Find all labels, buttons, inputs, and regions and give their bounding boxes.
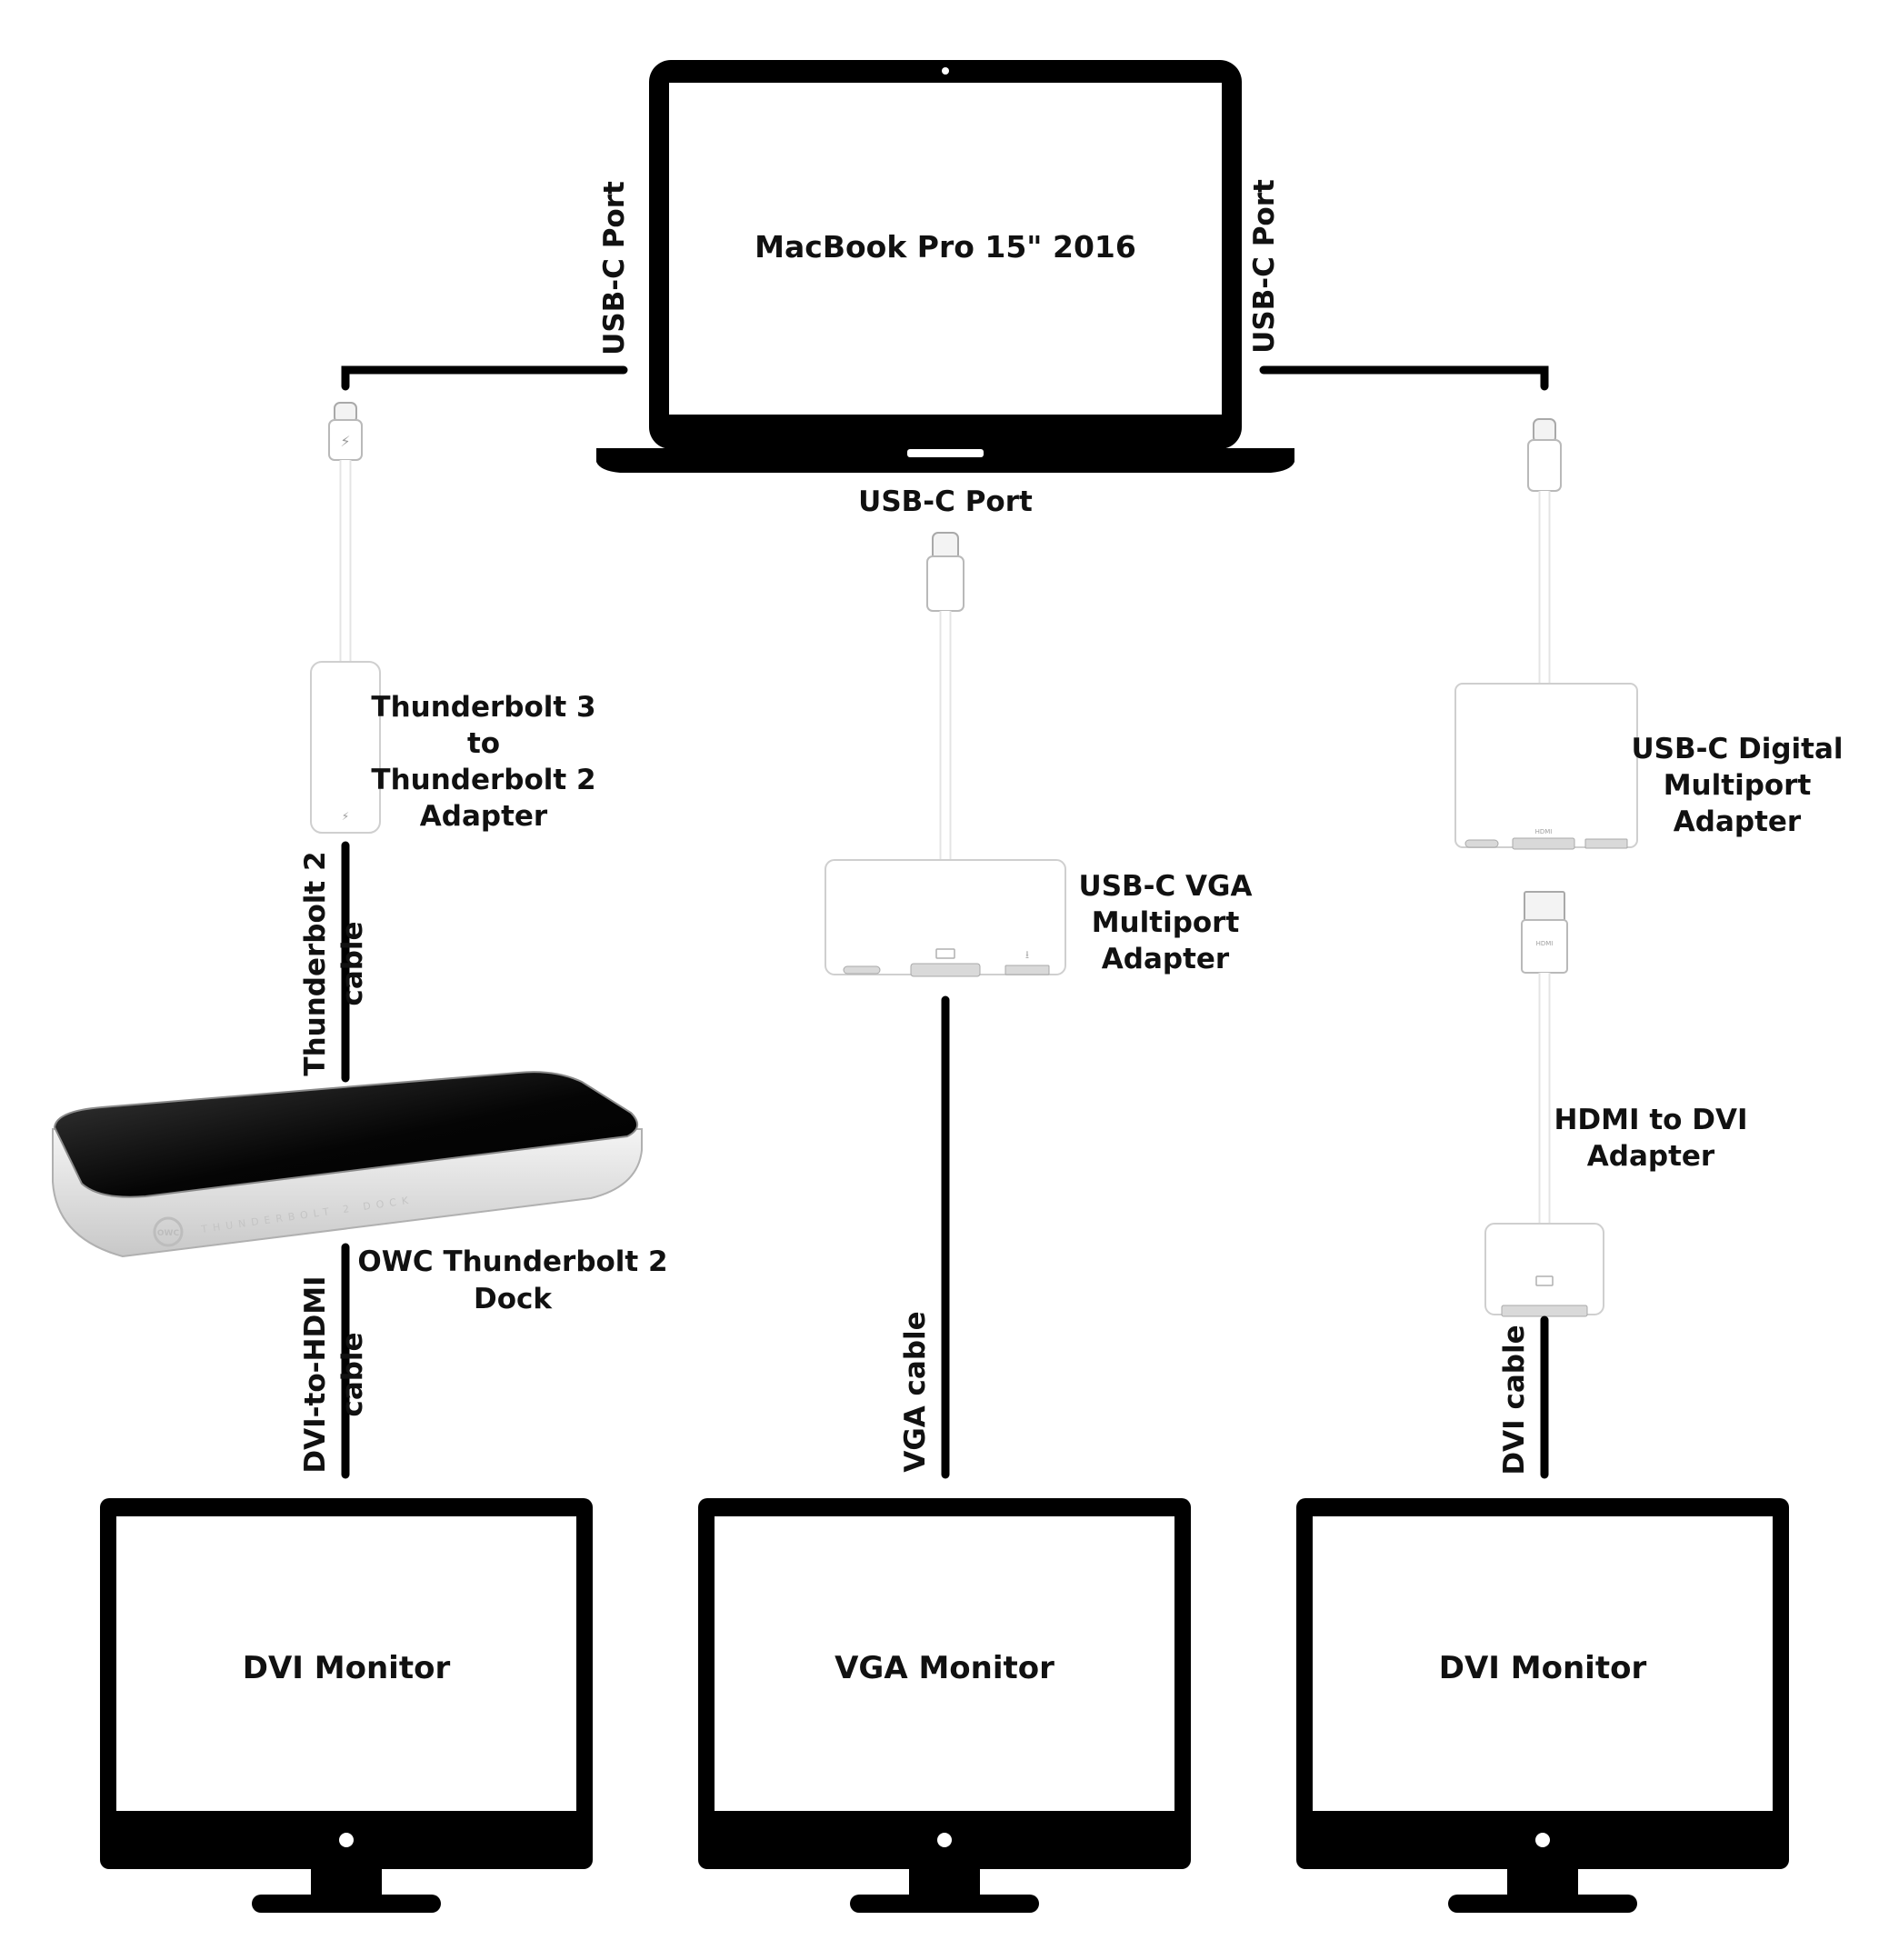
usb-c-port-slot [843,965,881,975]
monitor-screen [715,1516,1174,1811]
tb2-cable-label-2: cable [336,921,369,1005]
usb-c-vga-adapter: ⭳ [825,532,1066,977]
right-port-line [1259,365,1549,391]
monitor-label: DVI Monitor [1439,1650,1647,1686]
tb3-adapter-label-3: Thunderbolt 2 [371,764,595,796]
usb-icon: ⭳ [1025,948,1029,961]
macbook-pro: MacBook Pro 15" 2016 [596,60,1294,473]
hdmi-plug-mark: HDMI [1536,940,1554,947]
dock-label-1: OWC Thunderbolt 2 [357,1245,667,1278]
laptop-base [596,448,1294,473]
thunderbolt-icon: ⚡ [342,810,349,823]
hdmi-port-slot [1512,837,1575,850]
dvi-port-icon [1535,1275,1554,1286]
dvi-cable-label: DVI cable [1498,1325,1531,1475]
hdmi-plug-tip [1524,891,1565,924]
monitor-screen [1313,1516,1773,1811]
dock-top [53,1071,638,1198]
vga-port-icon [935,948,955,959]
hdmi-port-mark: HDMI [1535,828,1553,835]
tb3-tb2-adapter: ⚡ ⚡ [310,402,381,834]
monitor-power-dot [937,1833,952,1847]
tb3-adapter-label-2: to [467,727,500,760]
digital-plug [1527,439,1562,492]
dvi-adapter-body [1484,1223,1604,1315]
owc-thunderbolt-dock: OWC THUNDERBOLT 2 DOCK [52,1071,643,1258]
dvi-port-slot [1501,1305,1588,1317]
right-port-label: USB-C Port [1248,179,1281,354]
monitor-power-dot [1535,1833,1550,1847]
bottom-port-label: USB-C Port [858,485,1033,518]
hdmi-dvi-label-2: Adapter [1587,1140,1715,1173]
monitor-power-dot [339,1833,354,1847]
monitor-right: DVI Monitor [1296,1498,1789,1913]
thunderbolt-icon: ⚡ [340,433,350,450]
dvi-hdmi-cable-label-2: cable [336,1332,369,1416]
owc-logo [153,1216,184,1247]
laptop-label: MacBook Pro 15" 2016 [755,229,1136,265]
monitor-stand [1448,1895,1637,1913]
hdmi-dvi-label-1: HDMI to DVI [1554,1104,1747,1136]
tb3-adapter-label-4: Adapter [420,800,548,833]
vga-cable-label: VGA cable [899,1311,932,1472]
vga-port-slot [910,963,981,977]
vga-adapter-label-3: Adapter [1102,943,1230,975]
owc-logo-text: OWC [157,1229,180,1238]
laptop-camera [942,67,949,75]
vga-adapter-label-2: Multiport [1092,906,1240,939]
vga-plug [926,555,964,612]
tb3-adapter-label-1: Thunderbolt 3 [371,691,595,724]
tb3-adapter-body [310,661,381,834]
laptop-notch [907,449,984,457]
digital-adapter-body [1454,683,1638,848]
monitor-label: VGA Monitor [835,1650,1054,1686]
monitor-stand [252,1895,441,1913]
digital-adapter-label-2: Multiport [1664,769,1812,802]
hdmi-to-dvi-adapter: HDMI [1484,891,1604,1317]
left-port-label: USB-C Port [598,181,631,355]
digital-adapter-label-1: USB-C Digital [1631,733,1843,765]
digital-adapter-label-3: Adapter [1674,805,1802,838]
dvi-hdmi-cable-label-1: DVI-to-HDMI [299,1275,332,1473]
monitor-label: DVI Monitor [243,1650,451,1686]
usb-c-port-slot [1464,839,1499,848]
vga-adapter-body [825,859,1066,975]
dock-label-2: Dock [474,1283,553,1315]
monitor-screen [116,1516,576,1811]
laptop-screen [669,83,1222,415]
monitor-center: VGA Monitor [698,1498,1191,1913]
usb-c-digital-adapter: HDMI [1454,418,1638,850]
monitor-stand [850,1895,1039,1913]
monitor-left: DVI Monitor [100,1498,593,1913]
vga-adapter-label-1: USB-C VGA [1079,870,1253,903]
usb-port-slot [1584,838,1628,849]
left-port-line [341,365,628,391]
usb-port-slot [1004,965,1050,975]
tb2-cable-label-1: Thunderbolt 2 [299,851,332,1075]
